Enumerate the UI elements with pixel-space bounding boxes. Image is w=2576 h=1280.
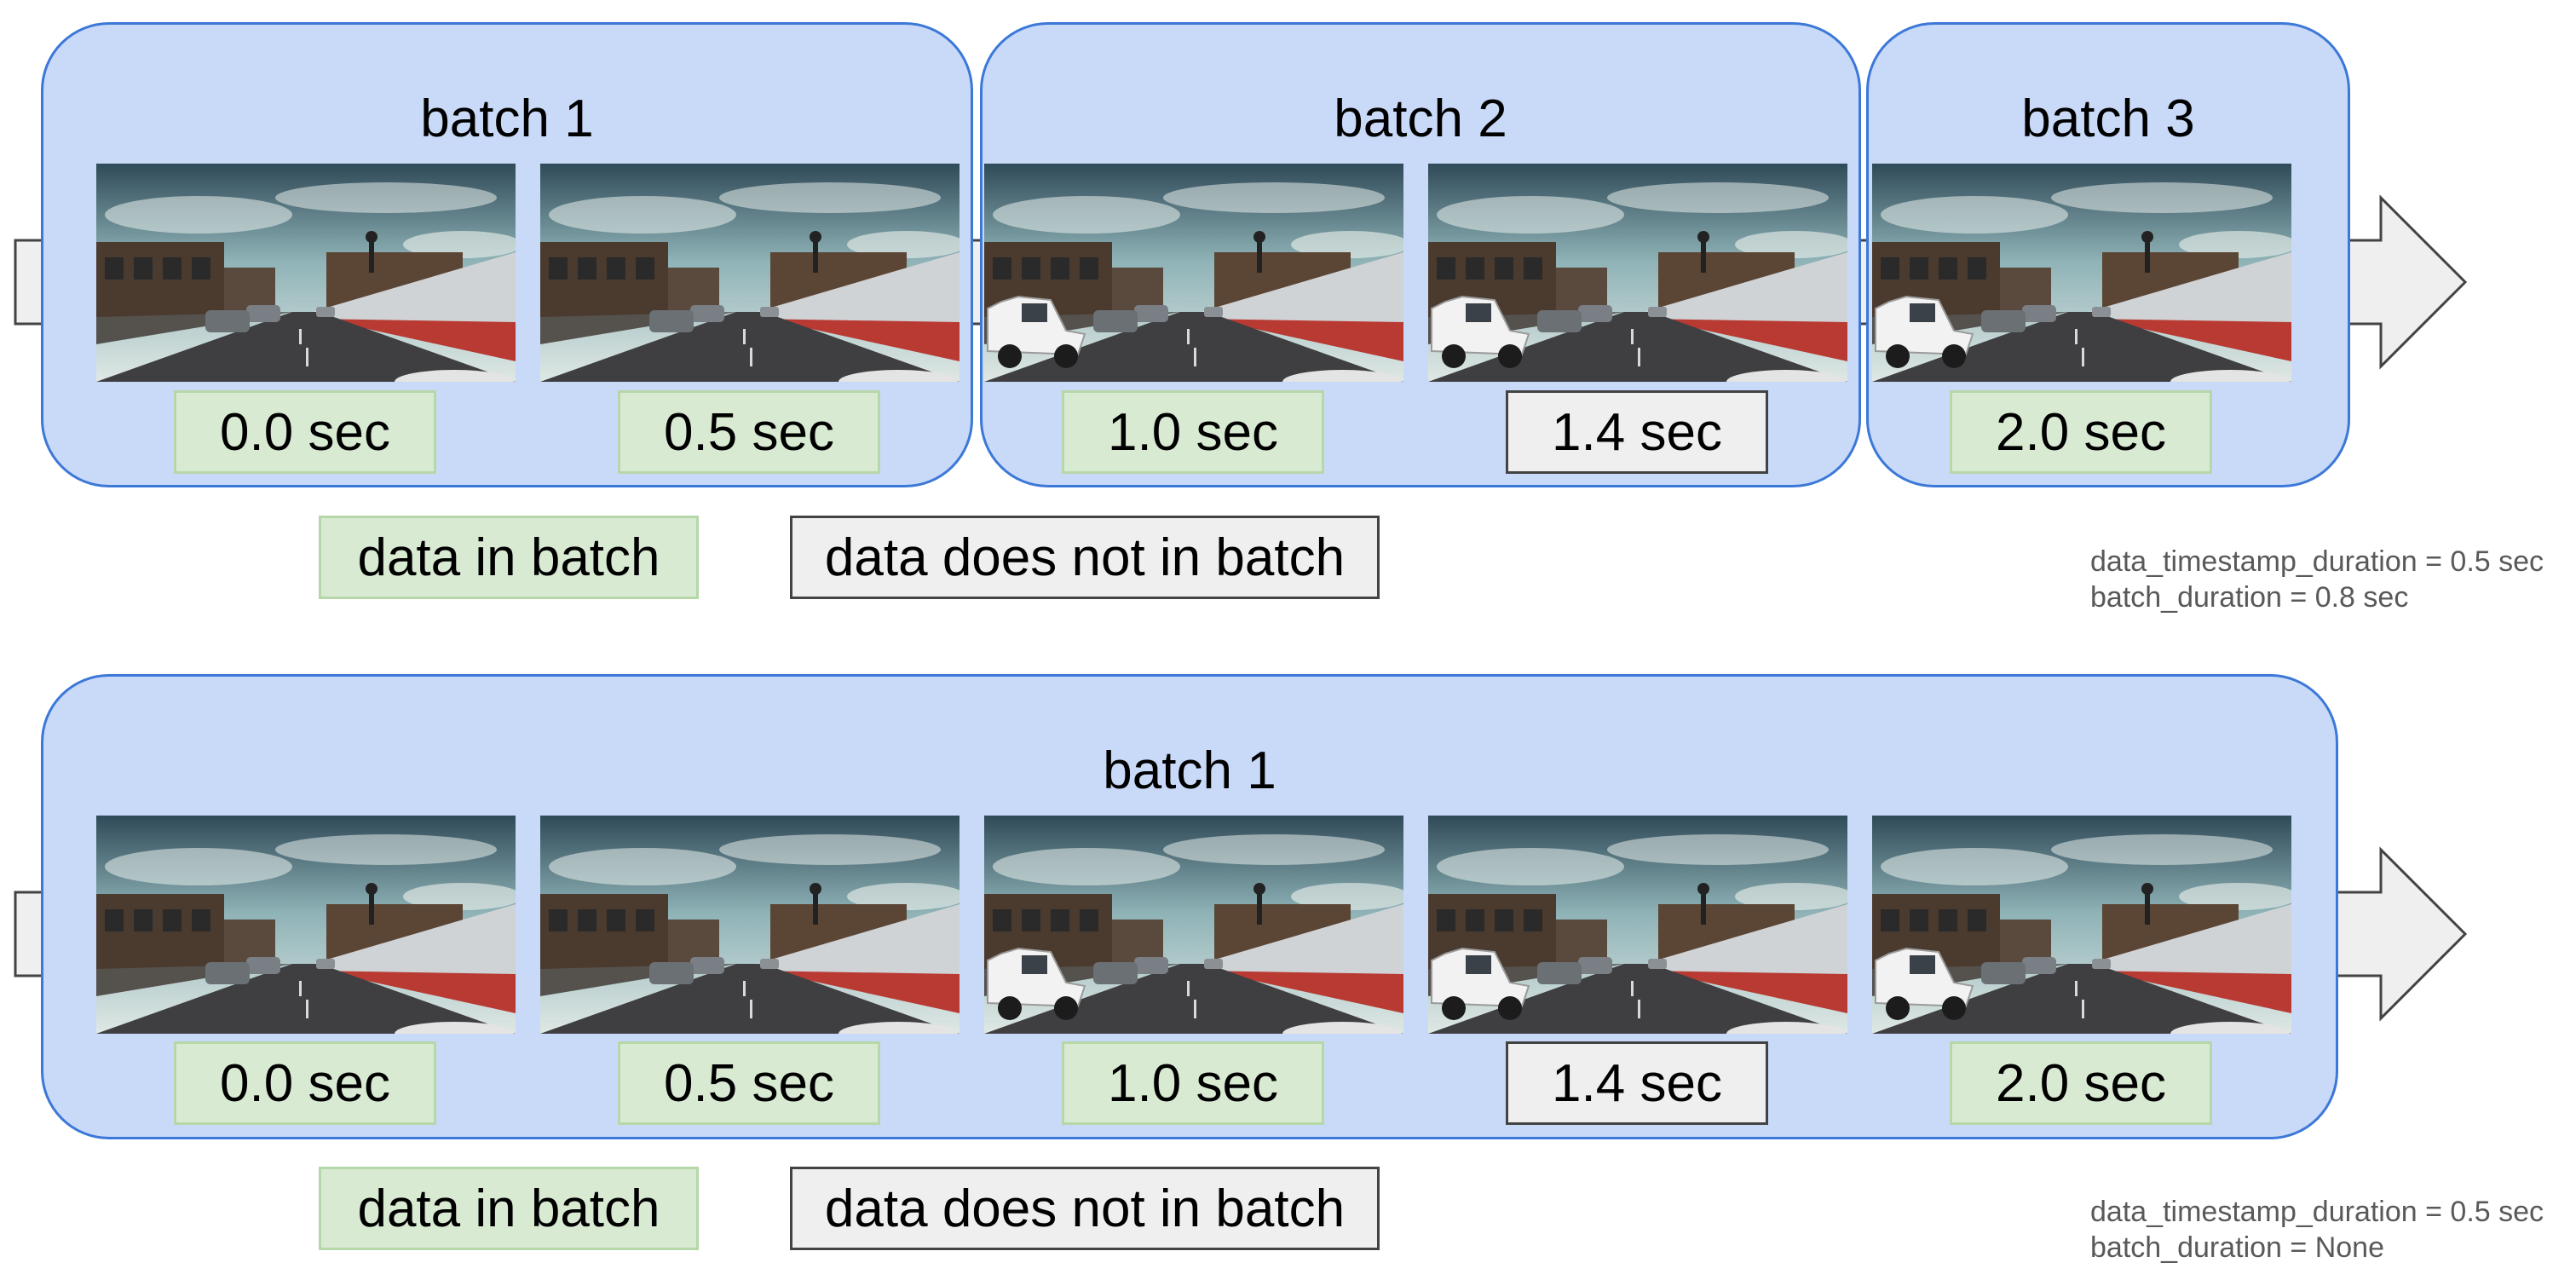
camera-frame-image — [1428, 816, 1854, 1046]
camera-frame-image — [1428, 164, 1854, 394]
camera-frame-image — [96, 816, 522, 1046]
batch-title: batch 3 — [2021, 89, 2195, 148]
camera-frame-image — [1872, 816, 2298, 1046]
timestamp-label: 0.5 sec — [618, 390, 880, 474]
param-timestamp-duration: data_timestamp_duration = 0.5 sec — [2090, 545, 2544, 578]
timestamp-label: 2.0 sec — [1950, 390, 2212, 474]
timestamp-label: 1.0 sec — [1062, 1041, 1324, 1125]
batch-title: batch 1 — [420, 89, 594, 148]
timestamp-label: 0.5 sec — [618, 1041, 880, 1125]
legend-in-batch: data in batch — [319, 1167, 699, 1250]
timestamp-label: 1.4 sec — [1506, 390, 1768, 474]
timestamp-label: 2.0 sec — [1950, 1041, 2212, 1125]
legend-not-in-batch: data does not in batch — [790, 1167, 1380, 1250]
camera-frame-image — [540, 164, 966, 394]
param-batch-duration: batch_duration = 0.8 sec — [2090, 581, 2409, 614]
batch-title: batch 1 — [1103, 741, 1276, 800]
param-batch-duration: batch_duration = None — [2090, 1231, 2384, 1264]
legend-not-in-batch: data does not in batch — [790, 516, 1380, 599]
timestamp-label: 0.0 sec — [174, 1041, 436, 1125]
camera-frame-image — [1872, 164, 2298, 394]
camera-frame-image — [984, 816, 1410, 1046]
batch-title: batch 2 — [1334, 89, 1507, 148]
timestamp-label: 1.4 sec — [1506, 1041, 1768, 1125]
param-timestamp-duration: data_timestamp_duration = 0.5 sec — [2090, 1196, 2544, 1228]
legend-in-batch: data in batch — [319, 516, 699, 599]
camera-frame-image — [540, 816, 966, 1046]
camera-frame-image — [984, 164, 1410, 394]
timestamp-label: 0.0 sec — [174, 390, 436, 474]
timestamp-label: 1.0 sec — [1062, 390, 1324, 474]
